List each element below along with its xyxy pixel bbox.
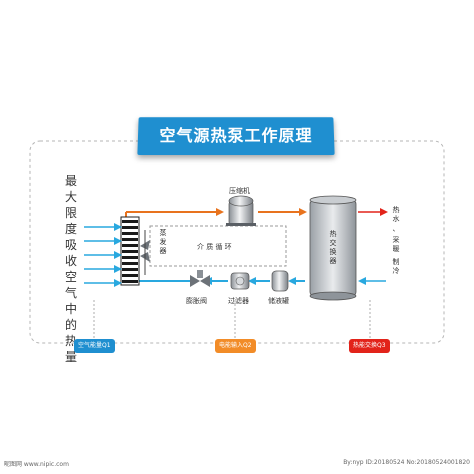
filter-label: 过滤器	[228, 297, 249, 305]
medium-cycle-label: 介 质 循 环	[197, 243, 232, 251]
separator-label: 、	[392, 225, 400, 233]
hot-pipe	[125, 208, 307, 230]
heating-label: 采暖	[392, 236, 400, 253]
heat-exchanger-icon	[309, 195, 357, 301]
compressor-icon	[226, 195, 256, 226]
outer-frame	[29, 140, 445, 344]
badge-q1: 空气能量Q1	[74, 339, 115, 353]
badge-q2: 电能输入Q2	[215, 339, 256, 353]
footer-left: 昵图网 www.nipic.com	[4, 461, 69, 468]
output-arrows	[358, 208, 388, 285]
cooling-label: 制冷	[392, 258, 400, 275]
receiver-icon	[271, 270, 289, 292]
receiver-label: 储液罐	[268, 297, 289, 305]
expansion-valve-icon	[190, 270, 210, 287]
medium-cycle-box	[149, 225, 287, 267]
heat-exchanger-label: 热交换器	[329, 230, 337, 265]
page-title: 空气源热泵工作原理	[159, 126, 313, 145]
badge-q3: 热能交换Q3	[349, 339, 390, 353]
expansion-valve-label: 膨胀阀	[186, 297, 207, 305]
side-text: 最大限度吸收空气中的热量	[64, 174, 77, 364]
evaporator-label: 蒸发器	[159, 229, 167, 255]
filter-icon	[230, 272, 250, 290]
hot-water-label: 热水	[392, 206, 400, 223]
compressor-label: 压缩机	[229, 187, 250, 195]
air-in-arrows	[84, 223, 122, 287]
evaporator-icon	[120, 216, 150, 286]
footer-right: By:nyp ID:20180524 No:20180524001820	[343, 459, 470, 466]
